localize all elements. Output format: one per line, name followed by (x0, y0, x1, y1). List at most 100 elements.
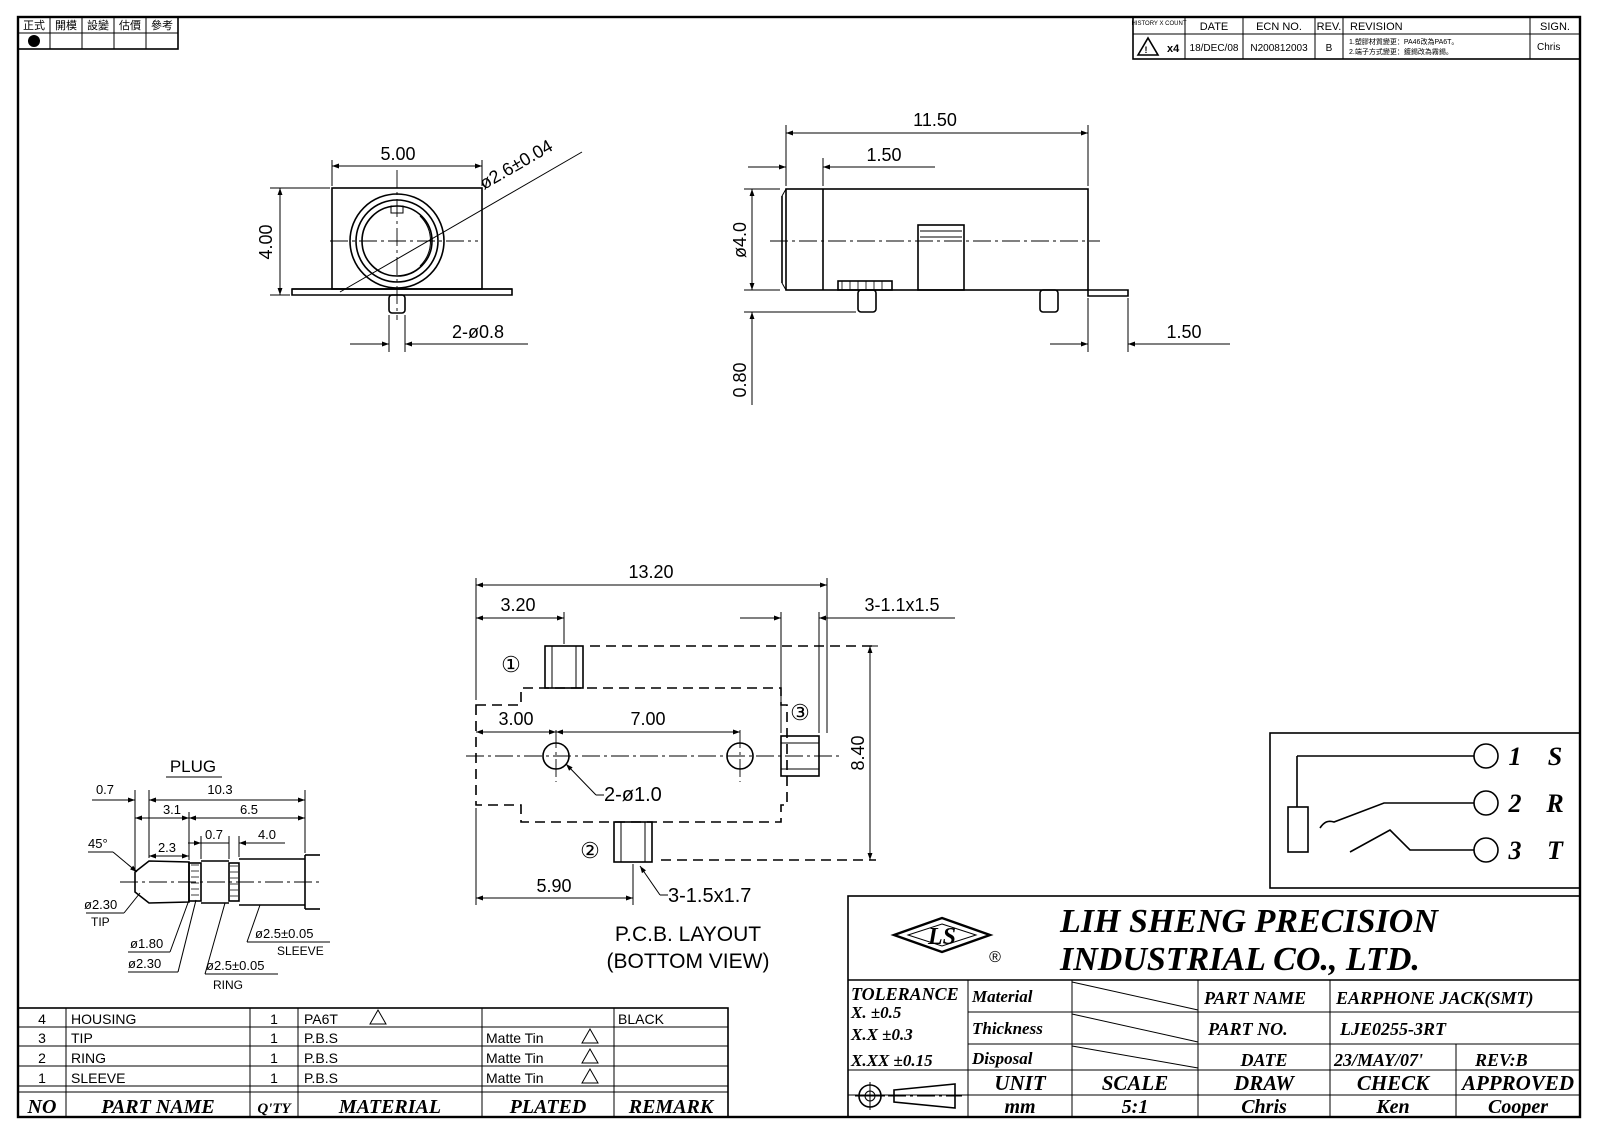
bom-row-3-qty: 1 (270, 1070, 278, 1086)
bom-header-qty: Q'TY (257, 1101, 292, 1117)
front-view: 5.00 4.00 ø2.6±0.04 2-ø0.8 (256, 136, 583, 352)
registered-mark: ® (989, 949, 1001, 966)
approval-mark (28, 35, 40, 47)
bom-header-plated: PLATED (509, 1096, 587, 1118)
draw-value: Chris (1241, 1096, 1287, 1118)
schematic-pin-1: 1 (1509, 742, 1522, 771)
pcb-hole-pitch-dim: 7.00 (630, 709, 665, 729)
rev-header-ecn: ECN NO. (1256, 21, 1302, 33)
pcb-pad1-dim: 3.20 (500, 595, 535, 615)
plug-ring: RING (213, 978, 243, 992)
pcb-layout: ① ② ③ 13.20 3.20 3-1.1x1.5 8.40 3.00 7.0… (466, 562, 955, 973)
rev-header-rev: REV. (1317, 21, 1342, 33)
draw-label: DRAW (1233, 1071, 1295, 1095)
schematic-pin-2-name: R (1545, 789, 1563, 818)
unit-label: UNIT (994, 1071, 1047, 1095)
bom-row-3-part: SLEEVE (71, 1070, 125, 1086)
bom-header-no: NO (27, 1096, 57, 1118)
side-tab-dim: 1.50 (1166, 322, 1201, 342)
drawing-frame (16, 15, 1582, 1119)
side-standoff-dim: 0.80 (730, 362, 750, 397)
pcb-holes-dim: 2-ø1.0 (604, 784, 662, 806)
schematic: 1 S 2 R 3 T (1269, 732, 1581, 889)
rev-date: 18/DEC/08 (1190, 43, 1239, 54)
thickness-label: Thickness (972, 1019, 1043, 1038)
rev-ecn: N200812003 (1250, 43, 1308, 54)
approval-header-1: 開模 (55, 19, 77, 32)
bom-row-2-no: 2 (38, 1050, 46, 1066)
bom-row-1-qty: 1 (270, 1030, 278, 1046)
check-value: Ken (1375, 1096, 1409, 1118)
schematic-pin-1-name: S (1548, 742, 1562, 771)
rev-sign: Chris (1537, 42, 1560, 53)
part-no-label: PART NO. (1207, 1019, 1288, 1039)
bom-row-1-no: 3 (38, 1030, 46, 1046)
rev-value: REV:B (1474, 1050, 1528, 1070)
side-front-dim: 1.50 (866, 145, 901, 165)
rev-line-1: 1.塑膠材質變更：PA46改為PA6T。 (1349, 37, 1458, 46)
warning-triangle-icon (369, 1008, 387, 1025)
bom-row-1-part: TIP (71, 1030, 93, 1046)
title-block: LS ® LIH SHENG PRECISION INDUSTRIAL CO.,… (847, 895, 1581, 1118)
scale-value: 5:1 (1122, 1096, 1149, 1118)
approval-box: 正式 開模 設變 估價 參考 (17, 16, 179, 50)
scale-label: SCALE (1102, 1071, 1169, 1095)
company-name-1: LIH SHENG PRECISION (1059, 903, 1439, 940)
bom-row-2-plated: Matte Tin (486, 1050, 544, 1066)
pcb-pad2-dim: 5.90 (536, 876, 571, 896)
plug-dim-g: 0.7 (205, 827, 223, 842)
plug-title: PLUG (170, 757, 216, 776)
plug-dim-a: 0.7 (96, 782, 114, 797)
plug-dim-c: 3.1 (163, 802, 181, 817)
plug-ring-d: ø2.5±0.05 (206, 958, 264, 973)
front-width-dim: 5.00 (380, 144, 415, 164)
part-name-label: PART NAME (1203, 988, 1306, 1008)
bom-row-3-no: 1 (38, 1070, 46, 1086)
approval-header-3: 估價 (119, 18, 141, 32)
company-name-2: INDUSTRIAL CO., LTD. (1059, 941, 1420, 978)
schematic-pin-2: 2 (1508, 789, 1522, 818)
bom-row-2-part: RING (71, 1050, 106, 1066)
part-name: EARPHONE JACK(SMT) (1335, 988, 1534, 1009)
disposal-label: Disposal (971, 1049, 1033, 1068)
projection-symbol (855, 1082, 962, 1110)
pcb-pad12-dim: 3-1.5x1.7 (668, 885, 751, 907)
plug-dim-f: 2.3 (158, 840, 176, 855)
pcb-height-dim: 8.40 (848, 735, 868, 770)
date-value: 23/MAY/07' (1333, 1050, 1423, 1070)
side-length-dim: 11.50 (913, 110, 957, 130)
bom-table: NO PART NAME Q'TY MATERIAL PLATED REMARK… (17, 1007, 729, 1118)
approval-header-4: 參考 (151, 18, 173, 32)
approval-header-0: 正式 (23, 19, 45, 32)
plug-dim-h: 4.0 (258, 827, 276, 842)
bom-row-3-material: P.B.S (304, 1070, 338, 1086)
unit-value: mm (1004, 1096, 1035, 1118)
front-height-dim: 4.00 (256, 224, 276, 259)
rev-header-count: HISTORY X COUNT (1131, 21, 1186, 27)
part-no: LJE0255-3RT (1339, 1019, 1447, 1039)
bom-row-0-material: PA6T (304, 1011, 338, 1027)
pcb-hole-offset-dim: 3.00 (498, 709, 533, 729)
company-logo: LS ® (890, 916, 1001, 966)
bom-row-2-qty: 1 (270, 1050, 278, 1066)
pad-label-1: ① (501, 652, 521, 677)
approved-value: Cooper (1488, 1096, 1548, 1118)
side-view: 11.50 1.50 ø4.0 0.80 1.50 (730, 110, 1230, 405)
rev-header-date: DATE (1200, 21, 1229, 33)
plug-d230: ø2.30 (128, 956, 161, 971)
svg-text:!: ! (1145, 45, 1148, 55)
approved-label: APPROVED (1460, 1071, 1574, 1095)
schematic-pin-3-name: T (1547, 836, 1564, 865)
approval-header-2: 設變 (87, 18, 109, 32)
tolerance-title: TOLERANCE (851, 984, 959, 1004)
plug-d180: ø1.80 (130, 936, 163, 951)
bom-row-0-qty: 1 (270, 1011, 278, 1027)
plug-sleeve-d: ø2.5±0.05 (255, 926, 313, 941)
bom-row-0-part: HOUSING (71, 1011, 136, 1027)
bom-row-3-plated: Matte Tin (486, 1070, 544, 1086)
pcb-pad3-dim: 3-1.1x1.5 (864, 595, 939, 615)
rev-header-sign: SIGN. (1540, 21, 1570, 33)
bom-row-2-material: P.B.S (304, 1050, 338, 1066)
bom-row-1-material: P.B.S (304, 1030, 338, 1046)
svg-text:LS: LS (927, 924, 956, 950)
